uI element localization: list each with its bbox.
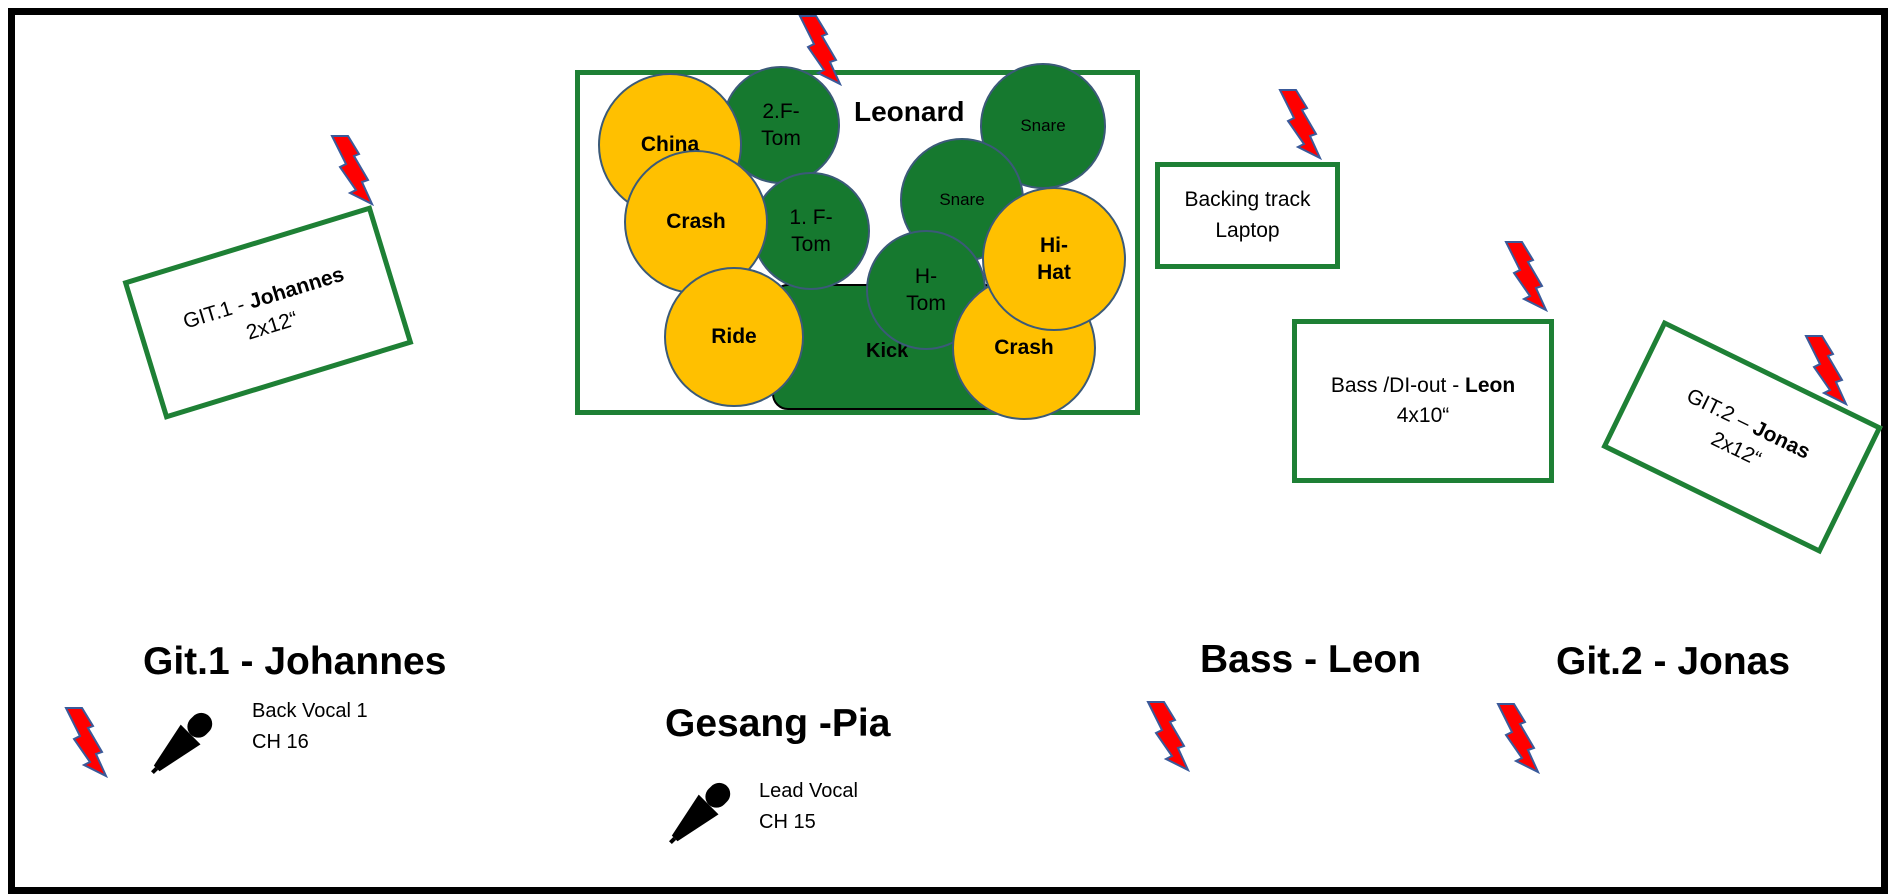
position-bass: Bass - Leon: [1200, 638, 1422, 681]
floor-tom-2-label-1: 2.F-: [762, 99, 800, 123]
crash-left-label: Crash: [666, 210, 726, 234]
git1-amp-name: Johannes: [246, 262, 347, 314]
ride-label: Ride: [711, 325, 757, 349]
position-gesang: Gesang -Pia: [665, 702, 891, 745]
floor-tom-1: 1. F- Tom: [752, 172, 870, 290]
hi-hat-label-2: Hat: [1037, 261, 1071, 284]
bass-amp-size: 4x10“: [1396, 404, 1450, 427]
bass-amp: Bass /DI-out - Leon 4x10“: [1292, 319, 1554, 483]
backing-line-1: Backing track: [1184, 188, 1311, 212]
power-outlet-bolt-icon: [1146, 701, 1191, 772]
back-vocal-name: Back Vocal 1: [252, 700, 368, 722]
hi-hat: Hi- Hat: [982, 187, 1126, 331]
position-git2: Git.2 - Jonas: [1556, 640, 1791, 683]
power-outlet-bolt-icon: [330, 135, 375, 206]
microphone-icon: [151, 712, 213, 775]
ride-cymbal: Ride: [664, 267, 804, 407]
floor-tom-2-label-2: Tom: [761, 127, 801, 150]
backing-line-2: Laptop: [1215, 218, 1280, 242]
hanging-tom-label-1: H-: [914, 264, 938, 288]
kick-label: Kick: [866, 340, 909, 362]
back-vocal-label: Back Vocal 1 CH 16: [252, 696, 368, 758]
snare-1-label: Snare: [939, 189, 985, 209]
floor-tom-1-label-2: Tom: [791, 233, 831, 256]
power-outlet-bolt-icon: [1804, 335, 1849, 406]
hanging-tom-label-2: Tom: [906, 292, 946, 315]
bass-amp-name: Leon: [1465, 373, 1516, 397]
power-outlet-bolt-icon: [1504, 241, 1549, 312]
power-outlet-bolt-icon: [798, 15, 843, 86]
microphone-icon: [669, 782, 731, 845]
hanging-tom: H- Tom: [866, 230, 986, 350]
snare-2-label: Snare: [1020, 115, 1066, 135]
drummer-name: Leonard: [854, 96, 965, 127]
crash-right-label: Crash: [994, 336, 1054, 360]
power-outlet-bolt-icon: [64, 707, 109, 778]
power-outlet-bolt-icon: [1496, 703, 1541, 774]
lead-vocal-name: Lead Vocal: [759, 780, 858, 802]
hi-hat-label-1: Hi-: [1040, 233, 1068, 257]
floor-tom-1-label-1: 1. F-: [789, 205, 833, 229]
git1-amp-prefix: GIT.1 -: [180, 291, 254, 334]
lead-vocal-label: Lead Vocal CH 15: [759, 776, 858, 838]
position-git1: Git.1 - Johannes: [143, 640, 447, 683]
back-vocal-channel: CH 16: [252, 731, 309, 753]
lead-vocal-channel: CH 15: [759, 811, 816, 833]
backing-track-box: Backing track Laptop: [1155, 162, 1340, 269]
stage-frame: [8, 8, 1888, 894]
power-outlet-bolt-icon: [1278, 89, 1323, 160]
floor-tom-2: 2.F- Tom: [722, 66, 840, 184]
bass-amp-prefix: Bass /DI-out -: [1330, 373, 1466, 397]
